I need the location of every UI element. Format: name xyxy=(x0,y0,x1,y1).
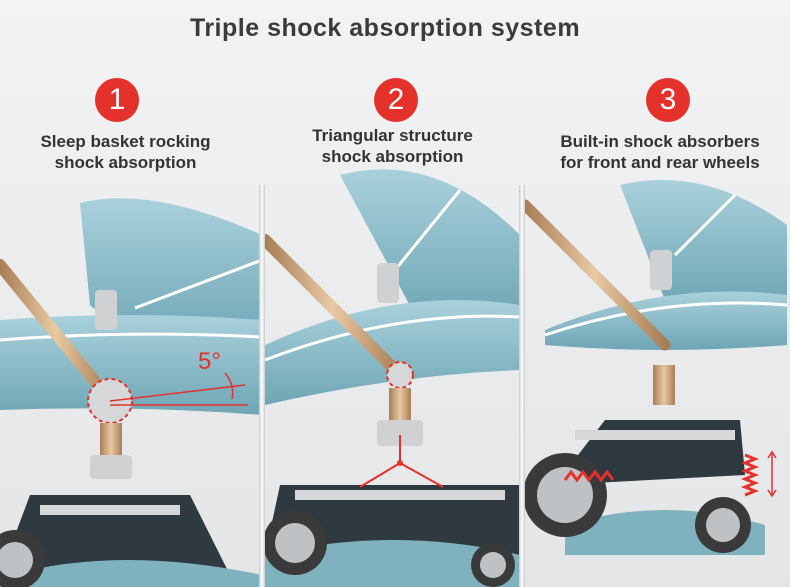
panel-divider xyxy=(259,185,265,587)
feature-panel-3: 3 Built-in shock absorbers for front and… xyxy=(525,55,790,587)
panel-divider xyxy=(519,185,525,587)
feature-caption-line: Triangular structure xyxy=(312,126,473,145)
feature-caption: Sleep basket rocking shock absorption xyxy=(8,131,243,173)
feature-caption-line: shock absorption xyxy=(321,147,464,166)
rocking-basket-illustration xyxy=(0,198,262,587)
feature-caption-line: Sleep basket rocking xyxy=(40,132,211,151)
feature-caption-line: Built-in shock absorbers xyxy=(560,132,760,151)
wheel-absorbers-illustration xyxy=(525,180,788,555)
feature-caption-line: for front and rear wheels xyxy=(560,153,760,172)
page-title: Triple shock absorption system xyxy=(189,14,581,42)
feature-panel-2: 2 Triangular structure shock absorption xyxy=(265,55,520,587)
feature-caption-line: shock absorption xyxy=(54,153,197,172)
tilt-angle-label: 5° xyxy=(198,348,221,375)
feature-caption: Triangular structure shock absorption xyxy=(270,125,515,167)
feature-panel-1: 1 Sleep basket rocking shock absorption … xyxy=(0,55,262,587)
feature-number-badge: 2 xyxy=(374,78,418,122)
triangular-structure-illustration xyxy=(265,169,520,587)
feature-number-badge: 1 xyxy=(95,78,139,122)
feature-number-badge: 3 xyxy=(646,78,690,122)
feature-caption: Built-in shock absorbers for front and r… xyxy=(535,131,785,173)
